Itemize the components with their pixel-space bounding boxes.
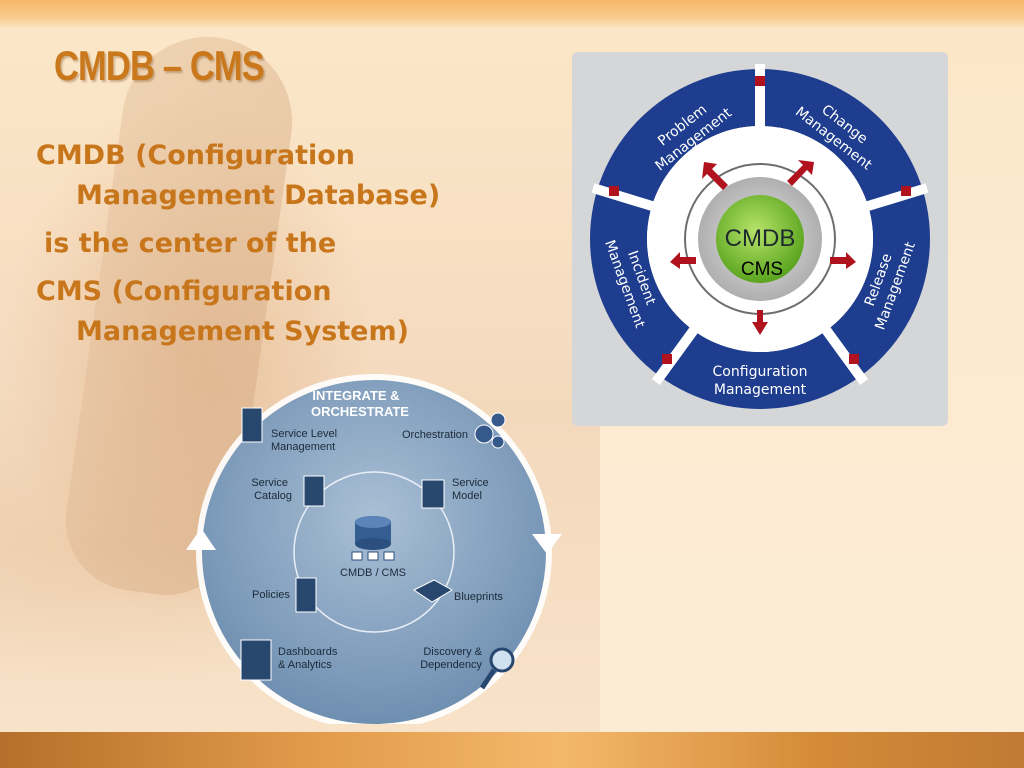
inner-ring	[293, 471, 455, 633]
svg-text:Management: Management	[714, 382, 807, 398]
circle-title-line2: ORCHESTRATE	[311, 404, 409, 419]
model-icon	[421, 479, 445, 509]
orchestrate-svg: INTEGRATE & ORCHESTRATE CMDB / CMS Servi…	[186, 374, 562, 730]
document-icon	[241, 407, 263, 443]
segment-configuration: Configuration Management	[713, 364, 808, 398]
left-arrow-icon	[186, 528, 216, 550]
item-catalog-2: Catalog	[254, 490, 292, 502]
item-slm-1: Service Level	[271, 428, 337, 440]
bullet-cmdb: CMDB (Configuration Management Database)	[36, 140, 441, 211]
item-dashboards-1: Dashboards	[278, 646, 338, 658]
database-icon	[351, 516, 395, 561]
magnifier-icon	[479, 647, 515, 690]
cmdb-label: CMDB	[725, 225, 796, 252]
page-title: CMDB – CMS	[54, 42, 265, 89]
top-decor-band	[0, 0, 1024, 28]
itil-wheel-diagram: CMDB CMS Problem Management Change Manag…	[572, 52, 948, 426]
svg-text:Configuration: Configuration	[713, 364, 808, 380]
item-model-1: Service	[452, 477, 489, 489]
item-slm-2: Management	[271, 441, 335, 453]
itil-wheel-svg: CMDB CMS Problem Management Change Manag…	[590, 64, 930, 409]
center-label: CMDB / CMS	[340, 567, 406, 579]
item-model-2: Model	[452, 490, 482, 502]
cms-label: CMS	[741, 259, 783, 280]
item-blueprints: Blueprints	[454, 591, 503, 603]
cmdb-core	[716, 195, 804, 283]
item-catalog-1: Service	[251, 477, 288, 489]
item-orchestration: Orchestration	[402, 429, 468, 441]
dashboard-icon	[240, 639, 272, 681]
orchestrate-diagram: INTEGRATE & ORCHESTRATE CMDB / CMS Servi…	[186, 368, 566, 730]
arrows	[670, 160, 856, 335]
item-discovery-2: Dependency	[420, 659, 482, 671]
catalog-icon	[303, 475, 325, 507]
item-policies: Policies	[252, 589, 290, 601]
bottom-decor-band	[0, 732, 1024, 768]
right-arrow-icon	[532, 534, 562, 554]
policies-icon	[295, 577, 317, 613]
bullet-cms: CMS (Configuration Management System)	[36, 276, 409, 347]
bullet-list: CMDB (Configuration Management Database)…	[36, 136, 516, 360]
item-dashboards-2: & Analytics	[278, 659, 332, 671]
blueprints-icon	[413, 579, 453, 603]
gears-icon	[474, 412, 506, 449]
item-discovery-1: Discovery &	[423, 646, 482, 658]
circle-title-line1: INTEGRATE &	[312, 388, 399, 403]
bullet-center: is the center of the	[44, 228, 337, 259]
